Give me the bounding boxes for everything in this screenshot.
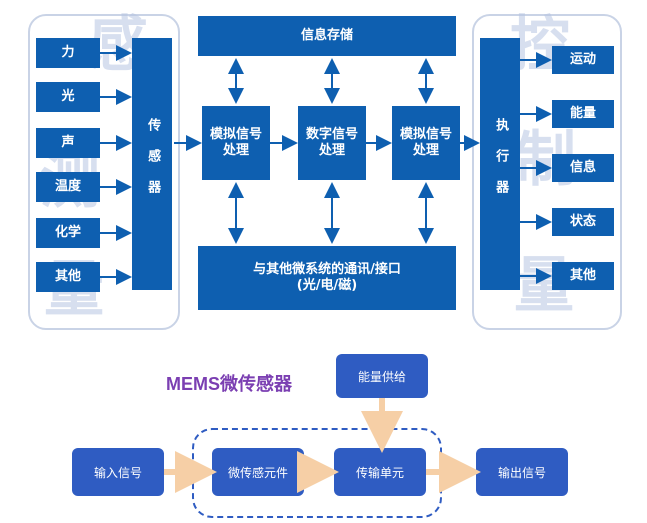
analog-processing-1: 模拟信号 处理	[202, 106, 270, 180]
input-chemical: 化学	[36, 218, 100, 248]
input-force: 力	[36, 38, 100, 68]
input-other: 其他	[36, 262, 100, 292]
power-supply-box: 能量供给	[336, 354, 428, 398]
input-sound: 声	[36, 128, 100, 158]
analog-processing-2: 模拟信号 处理	[392, 106, 460, 180]
input-signal-box: 输入信号	[72, 448, 164, 496]
actuator-block: 执行器	[480, 38, 520, 290]
output-other: 其他	[552, 262, 614, 290]
digital-processing: 数字信号 处理	[298, 106, 366, 180]
communication-interface: 与其他微系统的通讯/接口 (光/电/磁)	[198, 246, 456, 310]
information-storage: 信息存储	[198, 16, 456, 56]
sensor-block: 传感器	[132, 38, 172, 290]
output-energy: 能量	[552, 100, 614, 128]
mems-title: MEMS微传感器	[166, 374, 292, 394]
output-information: 信息	[552, 154, 614, 182]
transfer-unit-box: 传输单元	[334, 448, 426, 496]
input-light: 光	[36, 82, 100, 112]
output-motion: 运动	[552, 46, 614, 74]
micro-sensing-element-box: 微传感元件	[212, 448, 304, 496]
output-signal-box: 输出信号	[476, 448, 568, 496]
output-state: 状态	[552, 208, 614, 236]
input-temperature: 温度	[36, 172, 100, 202]
